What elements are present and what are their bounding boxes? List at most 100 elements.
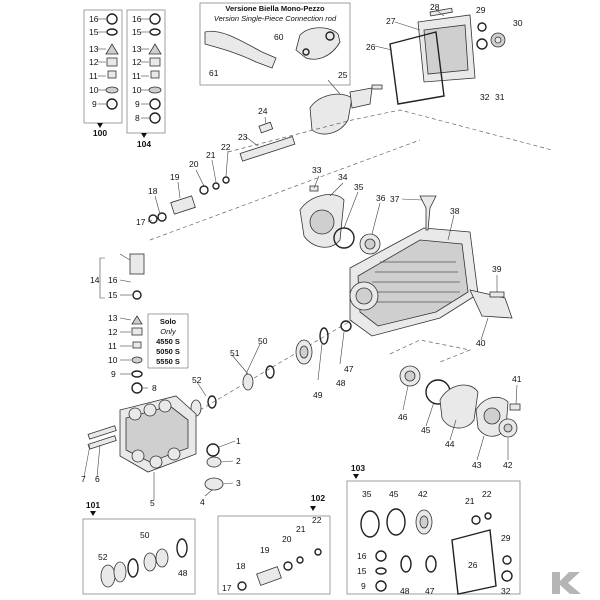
kit-label-100: 100 bbox=[93, 128, 107, 138]
part-label: 26 bbox=[366, 42, 376, 52]
part-label: 45 bbox=[421, 425, 431, 435]
solo-model-1: 4550 S bbox=[156, 337, 180, 346]
part-label: 19 bbox=[260, 545, 270, 555]
part-label: 45 bbox=[389, 489, 399, 499]
part-label: 16 bbox=[132, 14, 142, 24]
kit-box-104 bbox=[126, 9, 166, 138]
part-label: 50 bbox=[140, 530, 150, 540]
part-label: 17 bbox=[222, 583, 232, 593]
part-label: 20 bbox=[189, 159, 199, 169]
kit-label-104: 104 bbox=[137, 139, 151, 149]
part-label: 11 bbox=[89, 71, 98, 81]
part-label: 9 bbox=[92, 99, 97, 109]
part-label: 8 bbox=[152, 383, 157, 393]
solo-model-2: 5050 S bbox=[156, 347, 180, 356]
part-label: 41 bbox=[512, 374, 522, 384]
part-label: 15 bbox=[357, 566, 367, 576]
side-cover-group bbox=[389, 339, 521, 438]
part-label: 15 bbox=[132, 27, 142, 37]
part-label: 40 bbox=[476, 338, 486, 348]
part-label: 24 bbox=[258, 106, 268, 116]
part-label: 16 bbox=[89, 14, 99, 24]
part-label: 39 bbox=[492, 264, 502, 274]
part-label: 5 bbox=[150, 498, 155, 508]
part-label: 22 bbox=[312, 515, 322, 525]
part-label: 1 bbox=[236, 436, 241, 446]
part-label: 43 bbox=[472, 460, 482, 470]
part-label: 48 bbox=[178, 568, 188, 578]
part-label: 13 bbox=[108, 313, 118, 323]
part-label: 60 bbox=[274, 32, 284, 42]
rear-cover bbox=[389, 7, 506, 105]
solo-subtitle: Only bbox=[160, 327, 177, 336]
seal-chain bbox=[190, 319, 353, 417]
part-label: 51 bbox=[230, 348, 240, 358]
part-label: 29 bbox=[501, 533, 511, 543]
part-label: 47 bbox=[425, 586, 435, 596]
part-label: 9 bbox=[361, 581, 366, 591]
part-label: 52 bbox=[98, 552, 108, 562]
part-label: 46 bbox=[398, 412, 408, 422]
oil-seal-group bbox=[299, 185, 381, 255]
part-label: 19 bbox=[170, 172, 180, 182]
part-label: 32 bbox=[501, 586, 511, 596]
part-label: 10 bbox=[89, 85, 99, 95]
part-label: 37 bbox=[390, 194, 400, 204]
part-label: 15 bbox=[89, 27, 99, 37]
leader-lines bbox=[83, 9, 518, 500]
part-label: 4 bbox=[200, 497, 205, 507]
part-label: 33 bbox=[312, 165, 322, 175]
kit-box-101 bbox=[82, 511, 196, 595]
part-label: 10 bbox=[132, 85, 142, 95]
part-label: 13 bbox=[89, 44, 99, 54]
part-label: 38 bbox=[450, 206, 460, 216]
part-label: 36 bbox=[376, 193, 386, 203]
part-label: 52 bbox=[192, 375, 202, 385]
part-label: 42 bbox=[503, 460, 513, 470]
part-label: 42 bbox=[418, 489, 428, 499]
part-label: 12 bbox=[89, 57, 99, 67]
single-piece-rod-box bbox=[199, 2, 351, 86]
version-subtitle: Version Single-Piece Connection rod bbox=[214, 14, 337, 23]
part-label: 35 bbox=[354, 182, 364, 192]
part-label: 16 bbox=[108, 275, 118, 285]
part-label: 22 bbox=[221, 142, 231, 152]
part-label: 61 bbox=[209, 68, 219, 78]
part-label: 21 bbox=[296, 524, 306, 534]
part-label: 21 bbox=[206, 150, 216, 160]
part-label: 3 bbox=[236, 478, 241, 488]
part-label: 23 bbox=[238, 132, 248, 142]
kit-box-102 bbox=[217, 506, 331, 595]
part-label: 18 bbox=[236, 561, 246, 571]
part-label: 9 bbox=[111, 369, 116, 379]
crankcase bbox=[349, 195, 513, 337]
part-label: 20 bbox=[282, 534, 292, 544]
part-label: 13 bbox=[132, 44, 142, 54]
part-label: 50 bbox=[258, 336, 268, 346]
part-label: 47 bbox=[344, 364, 354, 374]
pump-head bbox=[87, 395, 224, 491]
part-label: 22 bbox=[482, 489, 492, 499]
part-label: 28 bbox=[430, 2, 440, 12]
part-label: 27 bbox=[386, 16, 396, 26]
part-label: 7 bbox=[81, 474, 86, 484]
kit-label-101: 101 bbox=[86, 500, 100, 510]
part-label: 48 bbox=[400, 586, 410, 596]
kit-label-102: 102 bbox=[311, 493, 325, 503]
part-label: 11 bbox=[108, 341, 117, 351]
part-label: 16 bbox=[357, 551, 367, 561]
brand-logo bbox=[552, 572, 581, 594]
solo-title: Solo bbox=[160, 317, 177, 326]
part-label: 11 bbox=[132, 71, 141, 81]
part-label: 31 bbox=[495, 92, 505, 102]
connection-rod bbox=[239, 84, 383, 162]
part-label: 6 bbox=[95, 474, 100, 484]
kit-label-103: 103 bbox=[351, 463, 365, 473]
part-label: 44 bbox=[445, 439, 455, 449]
part-label: 17 bbox=[136, 217, 146, 227]
kit-box-103 bbox=[346, 474, 521, 595]
part-label: 21 bbox=[465, 496, 475, 506]
part-label: 35 bbox=[362, 489, 372, 499]
